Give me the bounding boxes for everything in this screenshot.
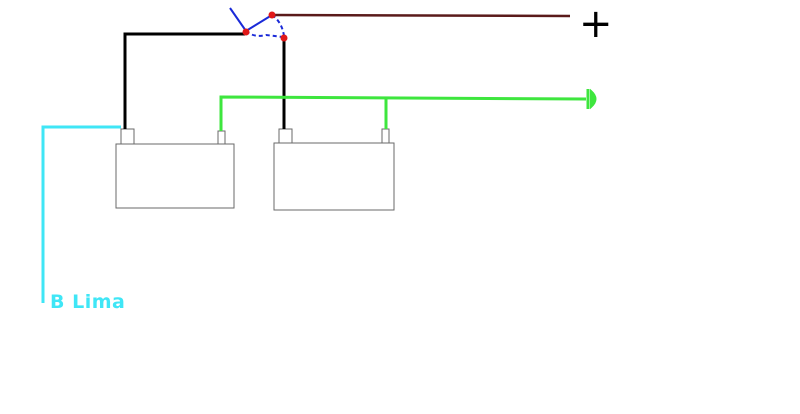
switch-contact-common: [242, 28, 250, 36]
ground-icon: [586, 88, 597, 110]
alternator-label: B Lima: [50, 291, 126, 313]
battery-1-negative-terminal: [217, 130, 226, 145]
battery-1: [115, 128, 235, 209]
battery-1-positive-wire: [123, 32, 245, 129]
alternator-wire: [41, 125, 121, 303]
battery-2-negative-terminal: [381, 128, 390, 144]
battery-2-body: [273, 142, 395, 211]
switch-contact-positive: [268, 11, 276, 19]
battery-1-positive-terminal: [120, 128, 135, 145]
battery-2-positive-terminal: [278, 128, 293, 144]
positive-wire: [271, 13, 571, 18]
negative-bus-wire: [219, 95, 587, 131]
switch-icon: [229, 7, 288, 42]
switch-contact-battery-2: [280, 34, 288, 42]
positive-label: +: [579, 1, 613, 47]
battery-1-body: [115, 143, 235, 209]
battery-2: [273, 128, 395, 211]
